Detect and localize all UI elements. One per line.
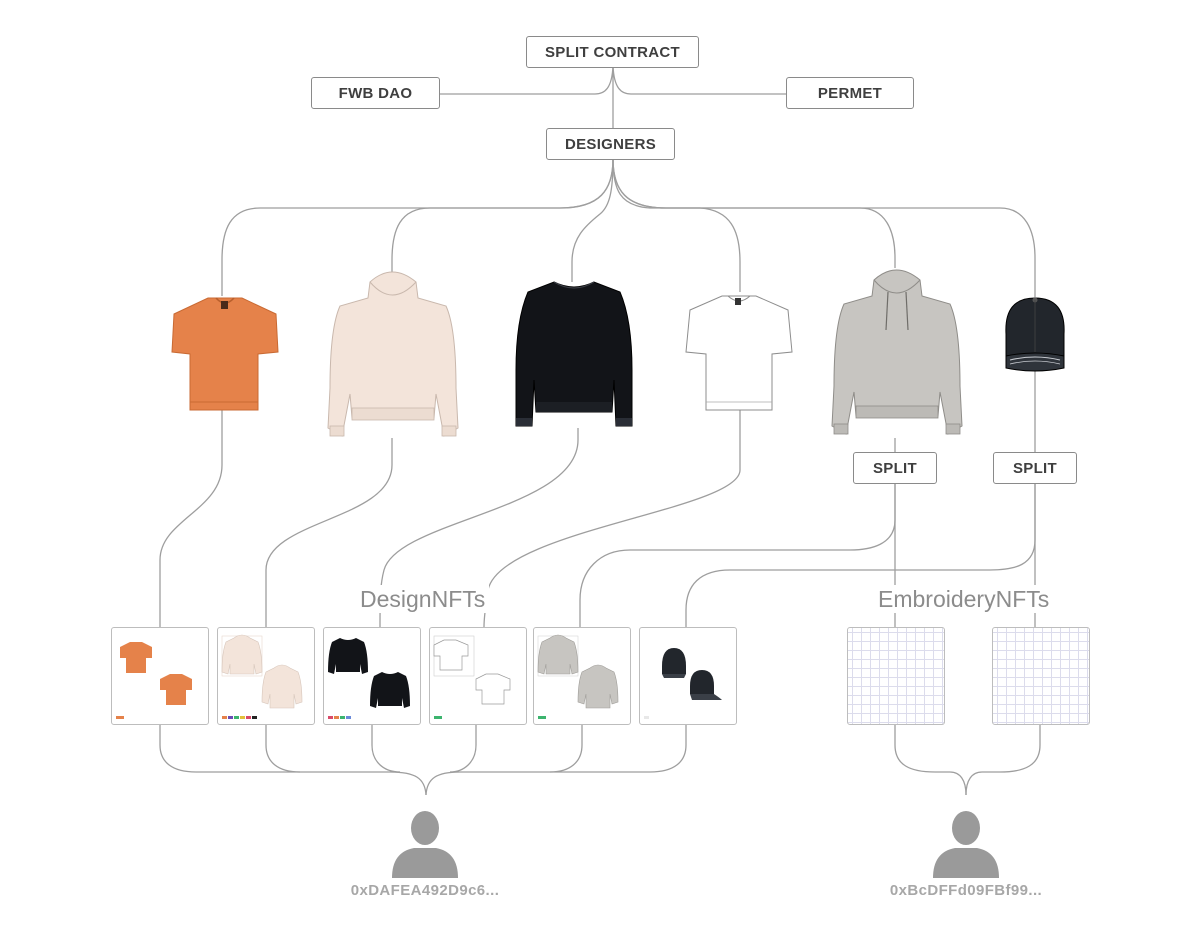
split-node-hoodie: SPLIT xyxy=(853,452,937,484)
design-nfts-label: DesignNFTs xyxy=(356,585,490,613)
grey-hoodie-icon xyxy=(831,269,963,435)
design-nft-card-black-sweatshirt[interactable] xyxy=(323,627,421,725)
white-tshirt-icon xyxy=(685,295,793,411)
split-node-cap: SPLIT xyxy=(993,452,1077,484)
black-sweatshirt-icon xyxy=(515,281,633,427)
design-nft-card-white-tshirt[interactable] xyxy=(429,627,527,725)
owner-address-embroidery: 0xBcDFFd09FBf99... xyxy=(889,882,1043,899)
embroidery-nft-card-1[interactable] xyxy=(847,627,945,725)
design-nft-card-black-cap[interactable] xyxy=(639,627,737,725)
design-nft-card-grey-hoodie[interactable] xyxy=(533,627,631,725)
user-avatar-icon xyxy=(392,811,458,878)
permet-node: PERMET xyxy=(786,77,914,109)
fwb-dao-node: FWB DAO xyxy=(311,77,440,109)
split-contract-node: SPLIT CONTRACT xyxy=(526,36,699,68)
user-avatar-icon xyxy=(933,811,999,878)
orange-tshirt-icon xyxy=(171,297,279,411)
design-nft-card-cream-hoodie[interactable] xyxy=(217,627,315,725)
designers-node: DESIGNERS xyxy=(546,128,675,160)
cream-hoodie-icon xyxy=(327,271,459,437)
black-cap-icon xyxy=(1005,297,1065,372)
embroidery-nft-card-2[interactable] xyxy=(992,627,1090,725)
embroidery-nfts-label: EmbroideryNFTs xyxy=(874,585,1054,613)
design-nft-card-orange-tshirt[interactable] xyxy=(111,627,209,725)
owner-address-design: 0xDAFEA492D9c6... xyxy=(350,882,500,899)
